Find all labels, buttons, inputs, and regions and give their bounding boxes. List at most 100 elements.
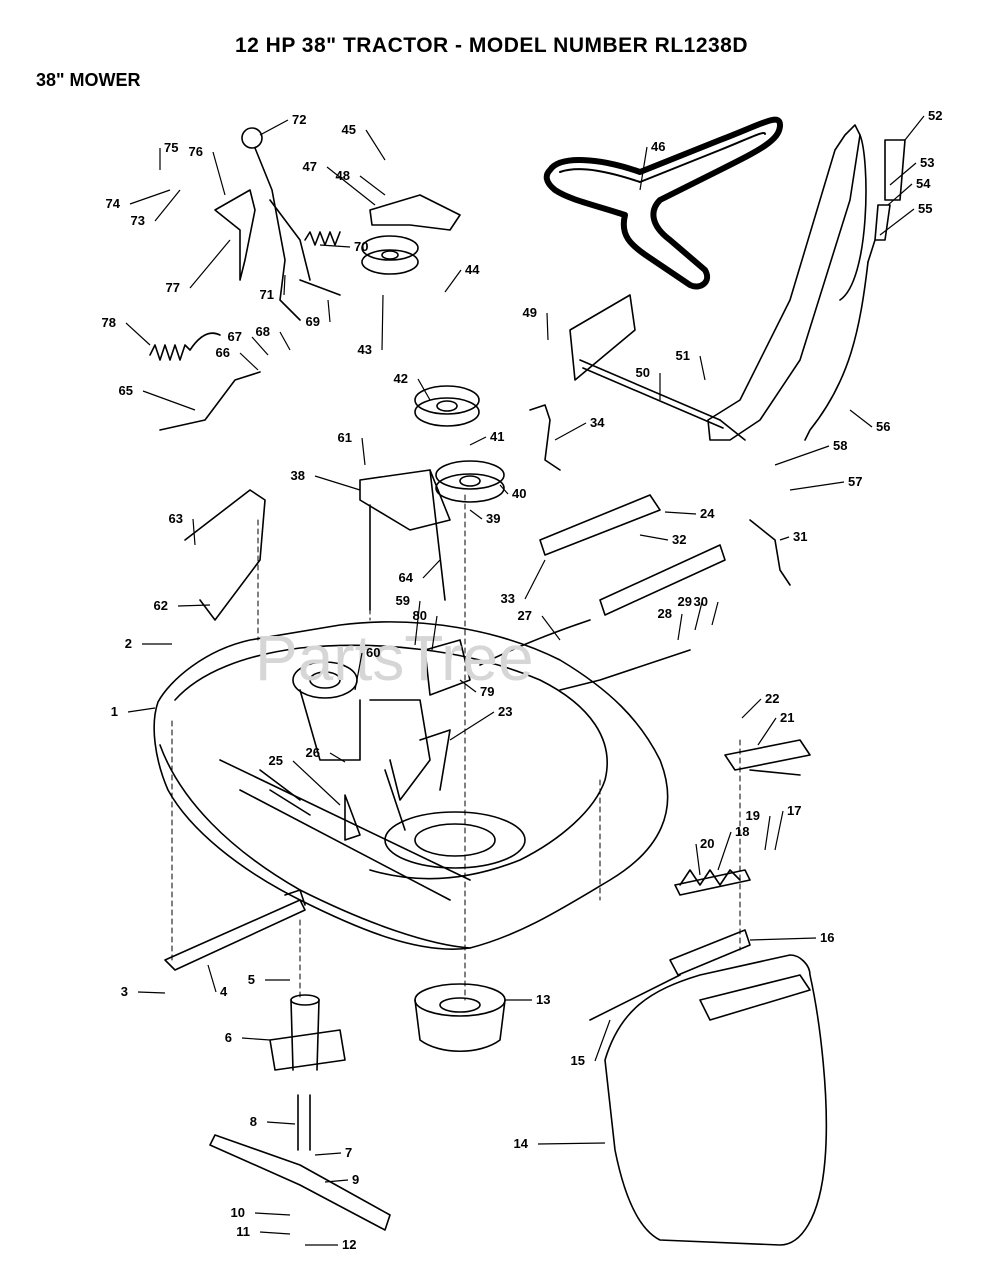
callout-leader-67 xyxy=(251,336,269,356)
callout-label-65: 65 xyxy=(119,383,133,398)
callout-label-52: 52 xyxy=(928,108,942,123)
callout-label-50: 50 xyxy=(636,365,650,380)
callout-leader-28 xyxy=(677,613,683,641)
bracket-76 xyxy=(214,189,256,281)
callout-leader-53 xyxy=(889,162,917,186)
callout-label-44: 44 xyxy=(465,262,480,277)
callout-label-29: 29 xyxy=(678,594,692,609)
callout-leader-79 xyxy=(459,679,477,693)
callout-leader-15 xyxy=(594,1019,611,1062)
callout-label-42: 42 xyxy=(394,371,408,386)
callout-leader-17 xyxy=(774,810,784,851)
callout-label-77: 77 xyxy=(166,280,180,295)
rod-65 xyxy=(159,371,261,431)
callout-leader-62 xyxy=(177,604,211,607)
callout-leader-65 xyxy=(142,390,196,411)
pulley-upper xyxy=(361,235,419,275)
callout-label-6: 6 xyxy=(225,1030,232,1045)
callout-leader-11 xyxy=(259,1231,291,1235)
callout-leader-14 xyxy=(537,1142,606,1145)
spring-18-plate xyxy=(674,869,751,896)
callout-leader-58 xyxy=(774,445,830,466)
callout-label-71: 71 xyxy=(260,287,274,302)
callout-label-23: 23 xyxy=(498,704,512,719)
callout-leader-68 xyxy=(279,331,291,351)
link-33-upper xyxy=(539,494,661,556)
callout-label-59: 59 xyxy=(396,593,410,608)
callout-leader-38 xyxy=(314,475,361,491)
callout-leader-49 xyxy=(546,312,549,341)
callout-label-7: 7 xyxy=(345,1145,352,1160)
drive-belt xyxy=(543,116,783,290)
callout-label-45: 45 xyxy=(342,122,356,137)
callout-leader-3 xyxy=(137,991,166,994)
callout-leader-76 xyxy=(212,151,226,196)
callout-label-10: 10 xyxy=(231,1205,245,1220)
watermark: PartsTree xyxy=(255,622,534,694)
callout-label-24: 24 xyxy=(700,506,715,521)
callout-label-80: 80 xyxy=(413,608,427,623)
callout-label-68: 68 xyxy=(256,324,270,339)
callout-leader-19 xyxy=(764,815,771,851)
callout-label-22: 22 xyxy=(765,691,779,706)
pulley-lower xyxy=(414,385,480,427)
callout-label-26: 26 xyxy=(306,745,320,760)
callout-leader-45 xyxy=(365,129,386,161)
callout-label-8: 8 xyxy=(250,1114,257,1129)
lift-shaft xyxy=(569,294,746,441)
callout-leader-20 xyxy=(695,843,701,876)
idler-bracket xyxy=(369,194,461,231)
link-33-lower xyxy=(599,544,726,616)
callout-label-57: 57 xyxy=(848,474,862,489)
callout-leader-39 xyxy=(469,509,483,520)
callout-leader-51 xyxy=(699,355,706,381)
callout-label-64: 64 xyxy=(399,570,414,585)
callout-label-63: 63 xyxy=(169,511,183,526)
callout-leader-21 xyxy=(757,717,777,746)
callout-leader-7 xyxy=(314,1152,342,1156)
callout-label-12: 12 xyxy=(342,1237,356,1252)
spring-18 xyxy=(679,869,741,886)
callout-leader-80 xyxy=(431,615,438,651)
callout-label-69: 69 xyxy=(306,314,320,329)
callout-label-11: 11 xyxy=(236,1224,250,1239)
callout-leader-16 xyxy=(749,937,817,941)
rod-15 xyxy=(589,974,681,1021)
callout-label-72: 72 xyxy=(292,112,306,127)
callout-leader-60 xyxy=(354,652,363,691)
bracket-21 xyxy=(724,739,811,771)
callout-leader-40 xyxy=(499,484,509,495)
callout-label-33: 33 xyxy=(501,591,515,606)
callout-label-5: 5 xyxy=(248,972,255,987)
rod-16 xyxy=(669,929,751,976)
callout-leader-74 xyxy=(129,189,171,205)
callout-label-3: 3 xyxy=(121,984,128,999)
callout-label-53: 53 xyxy=(920,155,934,170)
callout-label-78: 78 xyxy=(102,315,116,330)
callout-label-14: 14 xyxy=(514,1136,529,1151)
callout-label-62: 62 xyxy=(154,598,168,613)
pulley-40 xyxy=(435,460,505,503)
callout-leader-47 xyxy=(326,166,376,206)
callout-label-58: 58 xyxy=(833,438,847,453)
callout-label-75: 75 xyxy=(164,140,178,155)
callout-label-9: 9 xyxy=(352,1172,359,1187)
callout-label-20: 20 xyxy=(700,836,714,851)
callout-leader-24 xyxy=(664,511,697,515)
callout-leader-32 xyxy=(639,534,669,541)
link-34 xyxy=(529,404,561,471)
callout-label-51: 51 xyxy=(676,348,690,363)
callout-label-48: 48 xyxy=(336,168,350,183)
callout-leader-59 xyxy=(414,600,421,646)
callout-label-79: 79 xyxy=(480,684,494,699)
callout-label-54: 54 xyxy=(916,176,931,191)
callout-leader-42 xyxy=(417,378,431,401)
callout-leader-73 xyxy=(154,189,181,222)
callout-leader-69 xyxy=(327,299,331,323)
drive-belt-inner xyxy=(559,132,766,183)
callout-leader-46 xyxy=(639,146,648,191)
callout-label-31: 31 xyxy=(793,529,807,544)
callout-label-55: 55 xyxy=(918,201,932,216)
blade-support-4b xyxy=(284,889,306,906)
